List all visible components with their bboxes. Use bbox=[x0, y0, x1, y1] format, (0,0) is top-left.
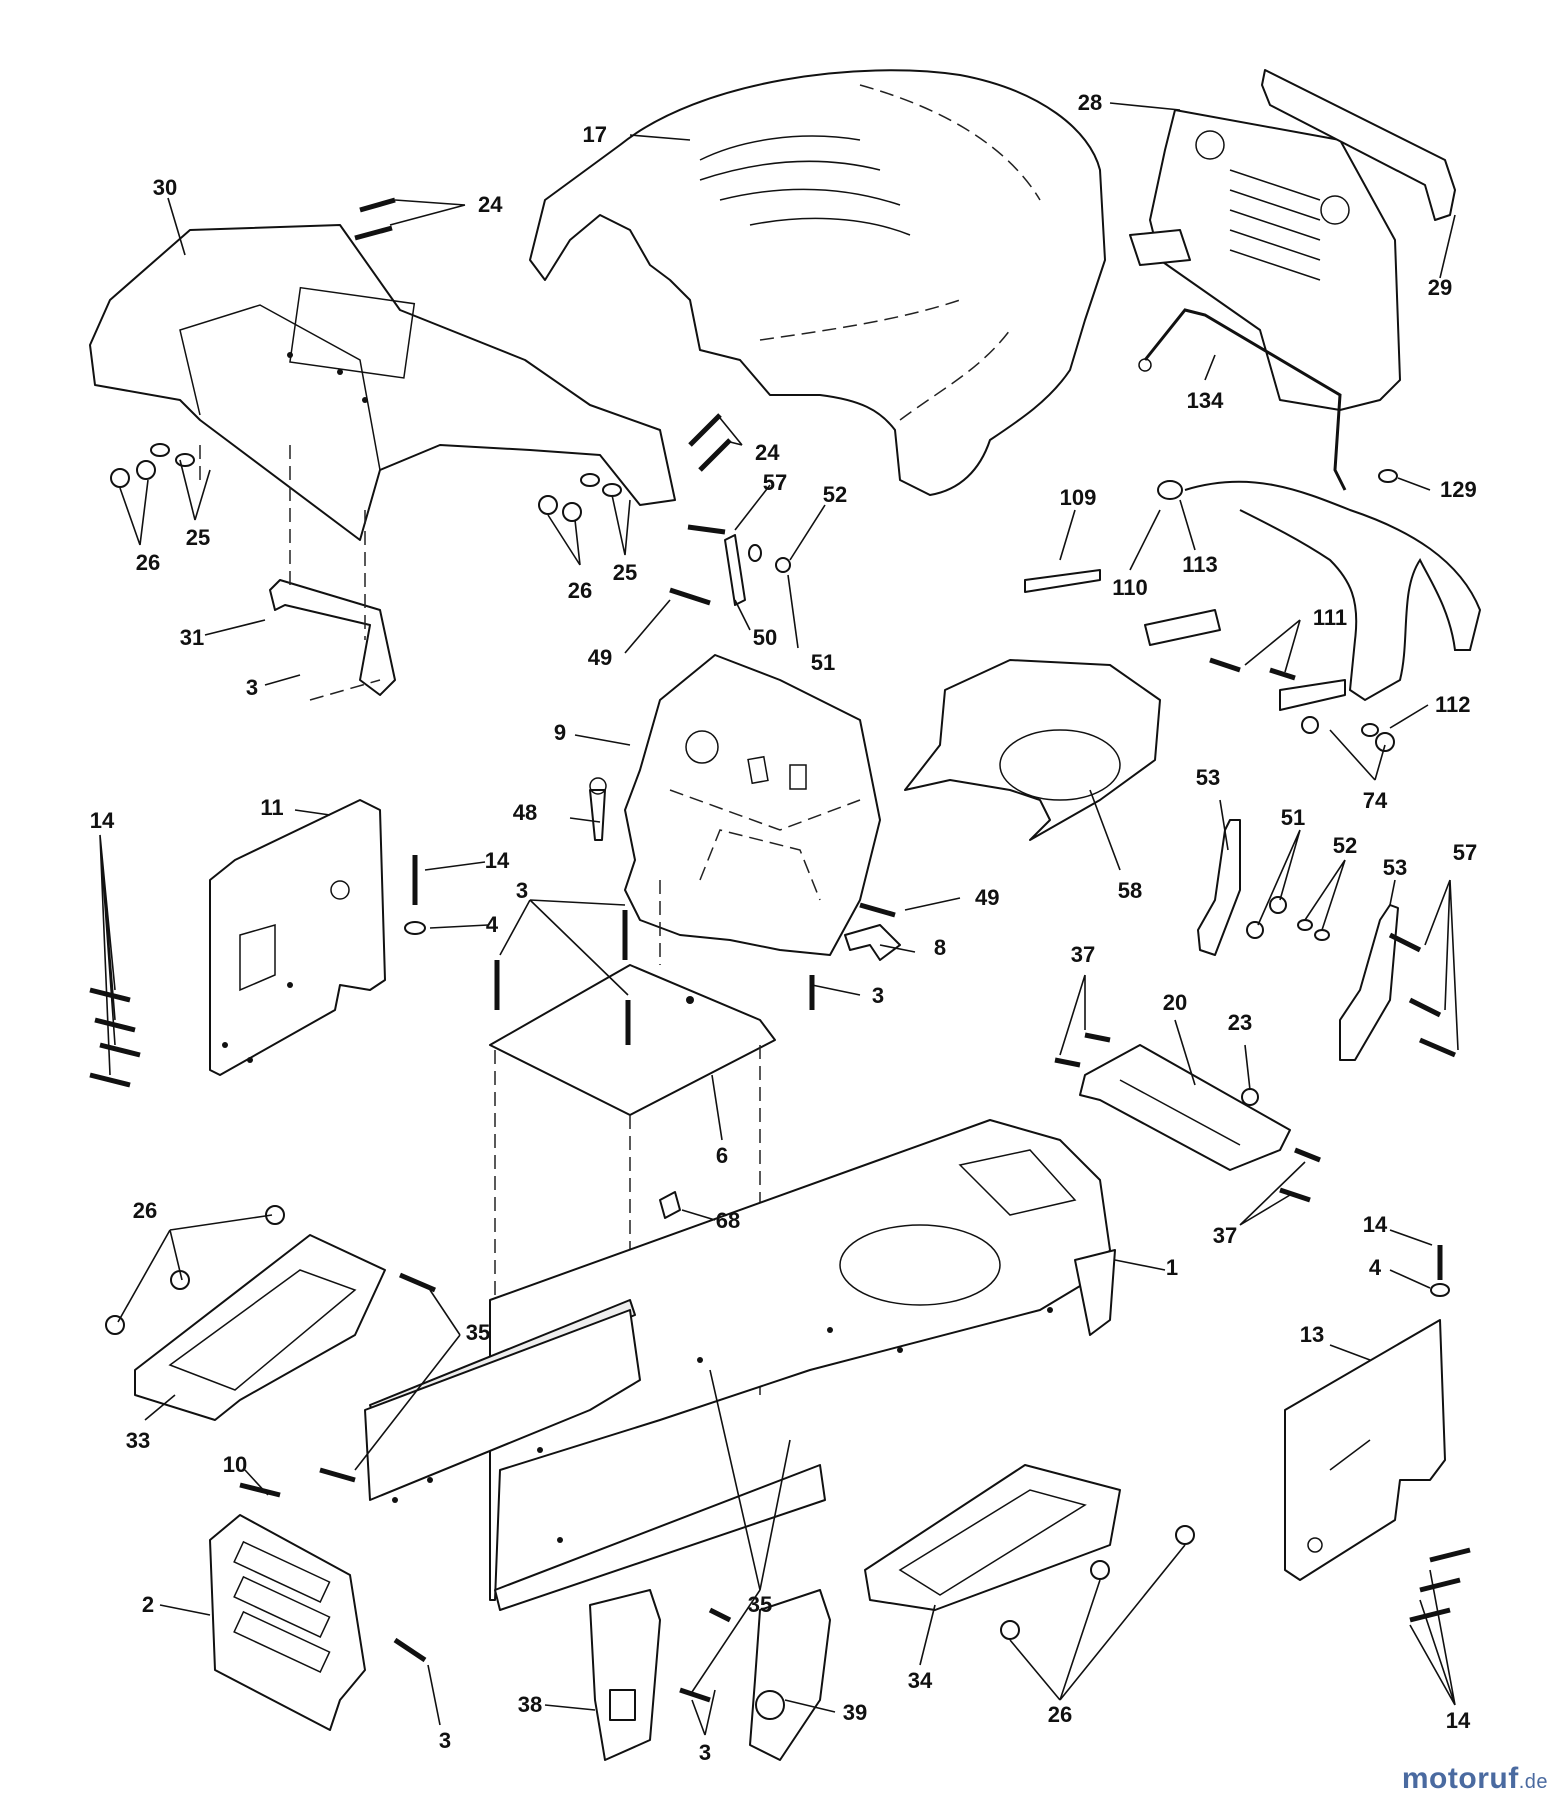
watermark-logo: motoruf.de bbox=[1402, 1762, 1548, 1796]
callout-24a: 24 bbox=[478, 192, 503, 217]
callout-9: 9 bbox=[554, 720, 566, 745]
callout-58: 58 bbox=[1118, 878, 1142, 903]
bolt-part bbox=[354, 197, 396, 241]
callout-26c: 26 bbox=[133, 1198, 157, 1223]
leader-lines bbox=[99, 102, 1459, 1736]
callout-25a: 25 bbox=[186, 525, 210, 550]
callout-30: 30 bbox=[153, 175, 177, 200]
grille-cap-part bbox=[1261, 69, 1456, 221]
callout-10: 10 bbox=[223, 1452, 247, 1477]
callout-8: 8 bbox=[934, 935, 946, 960]
callout-57b: 57 bbox=[1453, 840, 1477, 865]
callout-35b: 35 bbox=[748, 1592, 772, 1617]
callout-31: 31 bbox=[180, 625, 204, 650]
callout-74: 74 bbox=[1363, 788, 1388, 813]
bracket-38-part bbox=[589, 1589, 711, 1761]
push-pin-part bbox=[589, 777, 607, 841]
callout-13: 13 bbox=[1300, 1322, 1324, 1347]
callout-labels: 17 28 29 30 24 24 134 129 109 110 113 11… bbox=[90, 90, 1477, 1765]
callout-26b: 26 bbox=[568, 578, 592, 603]
callout-68: 68 bbox=[716, 1208, 740, 1233]
callout-17: 17 bbox=[583, 122, 607, 147]
callout-33: 33 bbox=[126, 1428, 150, 1453]
callout-23: 23 bbox=[1228, 1010, 1252, 1035]
callout-51a: 51 bbox=[811, 650, 835, 675]
callout-3b: 3 bbox=[516, 878, 528, 903]
bracket-part bbox=[269, 579, 396, 696]
callout-109: 109 bbox=[1060, 485, 1097, 510]
callout-112: 112 bbox=[1435, 692, 1471, 717]
seat-pan-part bbox=[1054, 1032, 1321, 1203]
callout-35a: 35 bbox=[466, 1320, 490, 1345]
side-plate-right-part bbox=[1284, 1245, 1471, 1623]
callout-53b: 53 bbox=[1383, 855, 1407, 880]
fender-part bbox=[89, 224, 676, 541]
callout-1: 1 bbox=[1166, 1255, 1178, 1280]
callout-51b: 51 bbox=[1281, 805, 1305, 830]
callout-25b: 25 bbox=[613, 560, 637, 585]
callout-48: 48 bbox=[513, 800, 537, 825]
callout-3d: 3 bbox=[439, 1728, 451, 1753]
callout-14d: 14 bbox=[1446, 1708, 1471, 1733]
shield-part bbox=[904, 659, 1161, 841]
callout-113: 113 bbox=[1182, 552, 1218, 577]
link-part bbox=[669, 524, 791, 606]
callout-39: 39 bbox=[843, 1700, 867, 1725]
callout-50: 50 bbox=[753, 625, 777, 650]
callout-6: 6 bbox=[716, 1143, 728, 1168]
callout-20: 20 bbox=[1163, 990, 1187, 1015]
callout-134: 134 bbox=[1187, 388, 1224, 413]
callout-49b: 49 bbox=[975, 885, 999, 910]
frame-part bbox=[364, 1119, 1116, 1611]
hood-rod-part bbox=[1138, 308, 1398, 491]
callout-2: 2 bbox=[142, 1592, 154, 1617]
callout-38: 38 bbox=[518, 1692, 542, 1717]
callout-14b: 14 bbox=[485, 848, 510, 873]
hood-part bbox=[529, 69, 1106, 496]
callout-26a: 26 bbox=[136, 550, 160, 575]
floor-plate-part bbox=[489, 910, 815, 1219]
callout-11: 11 bbox=[260, 795, 283, 820]
callout-37b: 37 bbox=[1213, 1223, 1237, 1248]
callout-14c: 14 bbox=[1363, 1212, 1388, 1237]
callout-14a: 14 bbox=[90, 808, 115, 833]
callout-29: 29 bbox=[1428, 275, 1452, 300]
callout-26d: 26 bbox=[1048, 1702, 1072, 1727]
side-plate-part bbox=[89, 799, 426, 1088]
grille-part bbox=[1129, 109, 1401, 411]
bolt-part bbox=[688, 413, 732, 472]
footrest-right-part bbox=[864, 1464, 1195, 1640]
watermark-name: motoruf bbox=[1401, 1762, 1519, 1795]
callout-129: 129 bbox=[1440, 477, 1477, 502]
callout-49a: 49 bbox=[588, 645, 612, 670]
bolt-part bbox=[1209, 657, 1395, 752]
callout-4a: 4 bbox=[486, 912, 499, 937]
nut-washer-set bbox=[110, 443, 622, 522]
bumper-tube-part bbox=[1024, 480, 1482, 711]
clip-part bbox=[844, 924, 901, 961]
callout-52b: 52 bbox=[1333, 833, 1357, 858]
callout-3c: 3 bbox=[872, 983, 884, 1008]
callout-4b: 4 bbox=[1369, 1255, 1382, 1280]
callout-24b: 24 bbox=[755, 440, 780, 465]
callout-34: 34 bbox=[908, 1668, 933, 1693]
bracket-39-part bbox=[708, 1589, 831, 1761]
callout-37a: 37 bbox=[1071, 942, 1095, 967]
watermark-tld: .de bbox=[1518, 1771, 1548, 1793]
callout-57a: 57 bbox=[763, 470, 787, 495]
callout-52a: 52 bbox=[823, 482, 847, 507]
callout-3a: 3 bbox=[246, 675, 258, 700]
dash-panel-part bbox=[624, 654, 881, 956]
callout-111: 111 bbox=[1313, 605, 1347, 630]
callout-28: 28 bbox=[1078, 90, 1102, 115]
plate-part bbox=[1197, 819, 1456, 1061]
callout-3e: 3 bbox=[699, 1740, 711, 1765]
callout-110: 110 bbox=[1112, 575, 1148, 600]
rear-plate-part bbox=[209, 1514, 427, 1731]
callout-53a: 53 bbox=[1196, 765, 1220, 790]
